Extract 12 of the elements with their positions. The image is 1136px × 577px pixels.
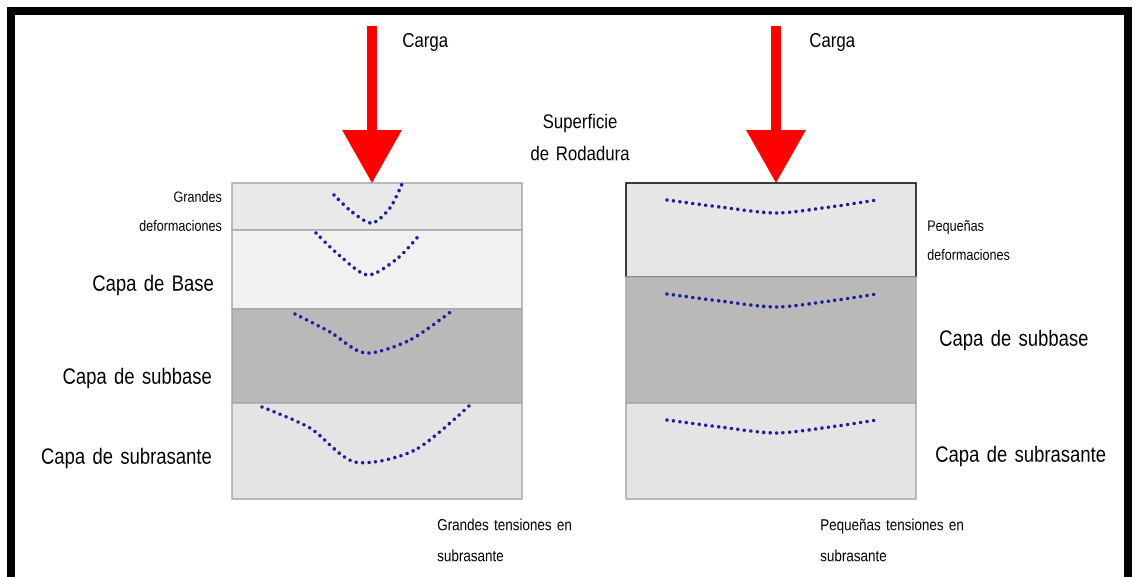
layer-label: Capa de subbase	[940, 329, 1088, 351]
layer-label: Capa de subbase	[63, 367, 211, 389]
stress-note: Grandes tensiones en subrasante	[437, 518, 571, 562]
layer-label: Pequeñas deformaciones	[927, 220, 1010, 260]
text-label: Superficie de Rodadura	[531, 113, 630, 161]
layer-label: Capa de subrasante	[936, 445, 1106, 467]
layer-label: Capa de Base	[93, 274, 213, 296]
text-label: Carga	[810, 32, 856, 52]
text-label: Carga	[403, 32, 449, 52]
stress-note: Pequeñas tensiones en subrasante	[820, 518, 963, 562]
layer-label: Grandes deformaciones	[139, 191, 222, 231]
layer-label: Capa de subrasante	[41, 447, 211, 469]
